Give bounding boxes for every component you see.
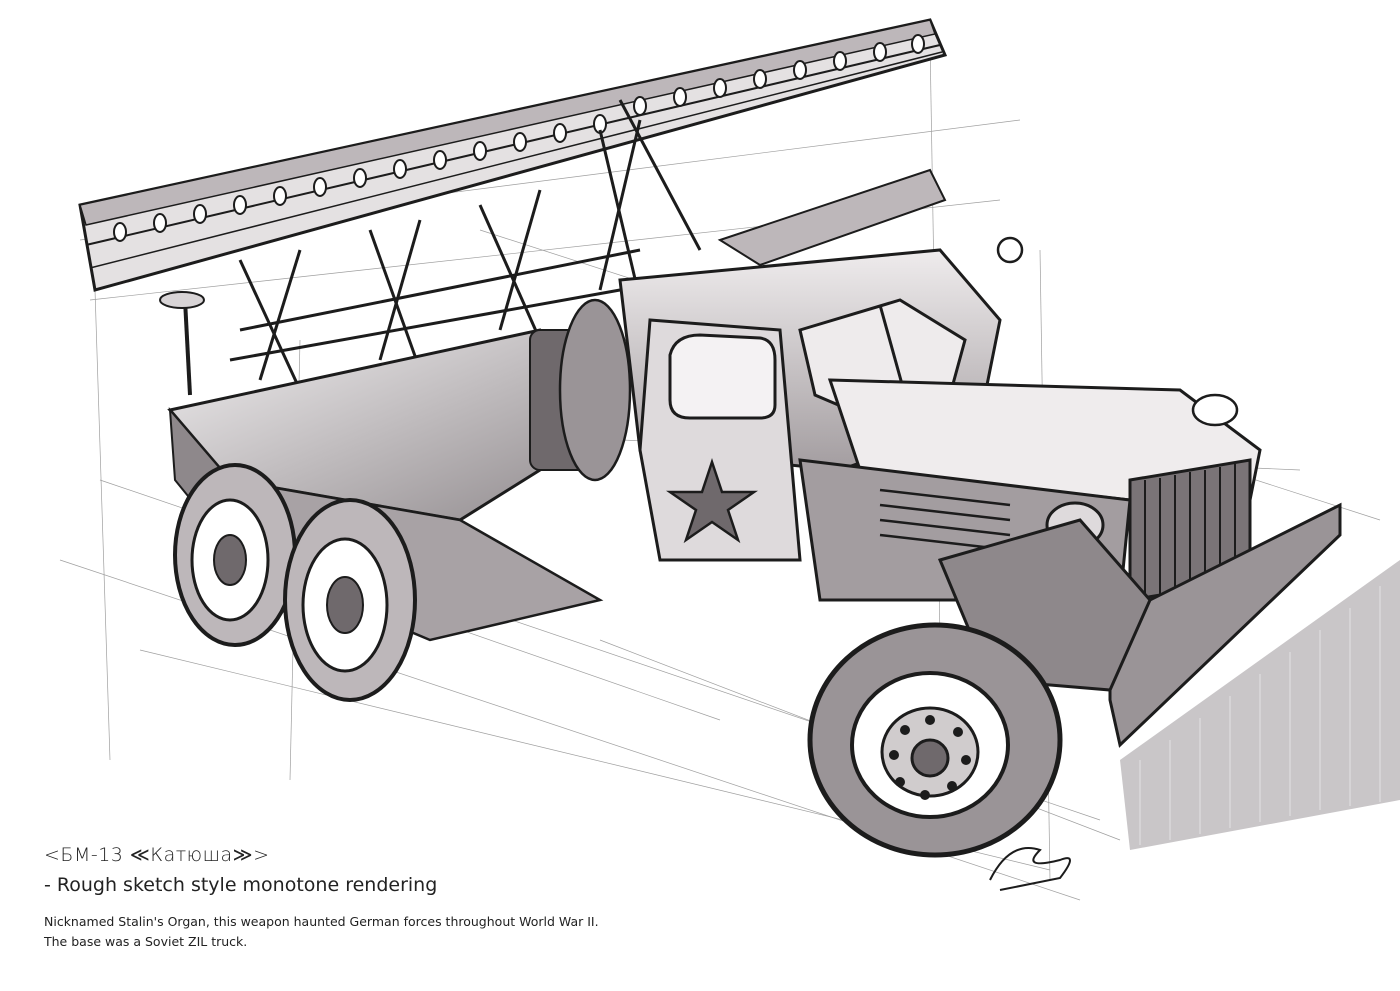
launcher-truss (229, 99, 702, 391)
front-wheel (807, 622, 1063, 858)
caption-description-line-2: The base was a Soviet ZIL truck. (44, 934, 248, 949)
caption-description: Nicknamed Stalin's Organ, this weapon ha… (44, 912, 744, 952)
rail-holes (113, 34, 925, 242)
rear-wheel-2 (283, 498, 417, 702)
truck-hood (798, 378, 1342, 748)
caption-description-line-1: Nicknamed Stalin's Organ, this weapon ha… (44, 914, 599, 929)
caption-title: <БМ-13 ≪Катюша≫> (44, 844, 270, 866)
rear-wheel-1 (173, 463, 297, 647)
caption-block: <БМ-13 ≪Катюша≫> - Rough sketch style mo… (44, 840, 744, 952)
caption-subtitle: - Rough sketch style monotone rendering (44, 874, 438, 896)
star-emblem (665, 458, 759, 544)
rocket-rail (78, 18, 948, 292)
ground-shadow (1120, 560, 1400, 850)
artist-signature (989, 847, 1071, 891)
